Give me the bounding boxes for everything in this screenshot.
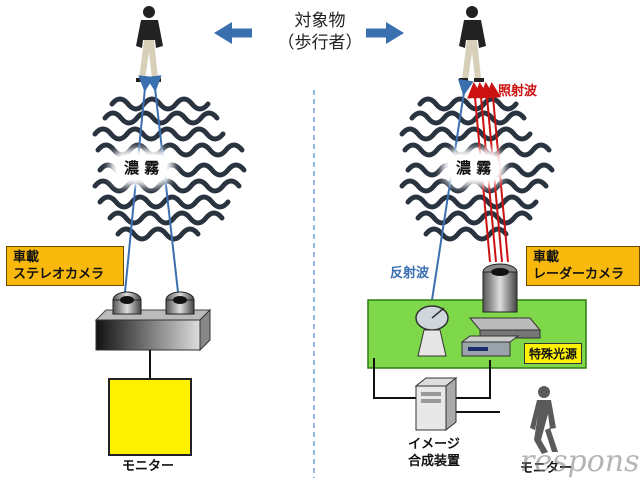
- irradiation-wave-label: 照射波: [498, 84, 538, 99]
- left-sight-line-2: [145, 75, 179, 293]
- left-fog: [92, 96, 247, 242]
- right-monitor-caption: モニター: [519, 461, 572, 476]
- cable-source-to-compositor: [450, 360, 491, 399]
- left-monitor: [108, 378, 192, 456]
- compositor-caption-line2: 合成装置: [407, 454, 460, 469]
- right-fog: [399, 96, 555, 242]
- right-pedestrian-icon: [459, 6, 486, 82]
- image-compositor-icon: [414, 376, 458, 432]
- right-camera-label-line1: 車載: [533, 250, 560, 265]
- light-source-label: 特殊光源: [524, 343, 583, 364]
- light-source-device-icon: [460, 335, 520, 357]
- left-camera-label-line1: 車載: [13, 250, 40, 265]
- compositor-caption: イメージ 合成装置: [396, 436, 472, 470]
- right-camera-label-line2: レーダーカメラ: [533, 267, 625, 282]
- right-title-arrowhead: [386, 22, 404, 44]
- right-fog-label: 濃 霧: [448, 155, 500, 180]
- stereo-camera-icon: [94, 291, 212, 352]
- left-camera-label: 車載 ステレオカメラ: [6, 246, 124, 286]
- reflected-wave-line: [431, 78, 474, 301]
- cable-antenna-to-compositor: [373, 358, 416, 399]
- title-line-2: （歩行者）: [277, 33, 363, 53]
- response-watermark: response.: [520, 444, 640, 479]
- title-line-1: 対象物: [294, 11, 346, 31]
- left-camera-label-line2: ステレオカメラ: [13, 267, 105, 282]
- page-title: 対象物 （歩行者）: [255, 10, 385, 54]
- radar-camera-icon: [468, 263, 542, 339]
- compositor-caption-line1: イメージ: [408, 437, 460, 452]
- reflected-wave-label: 反射波: [390, 266, 430, 281]
- left-monitor-caption: モニター: [121, 459, 174, 474]
- left-fog-label: 濃 霧: [116, 155, 168, 180]
- right-camera-label: 車載 レーダーカメラ: [526, 246, 640, 286]
- left-pedestrian-icon: [136, 6, 163, 82]
- dish-antenna-icon: [415, 305, 449, 357]
- left-title-arrowhead: [214, 22, 232, 44]
- left-sight-line-1: [124, 75, 155, 293]
- monitor-pedestrian-silhouette-icon: [530, 386, 558, 454]
